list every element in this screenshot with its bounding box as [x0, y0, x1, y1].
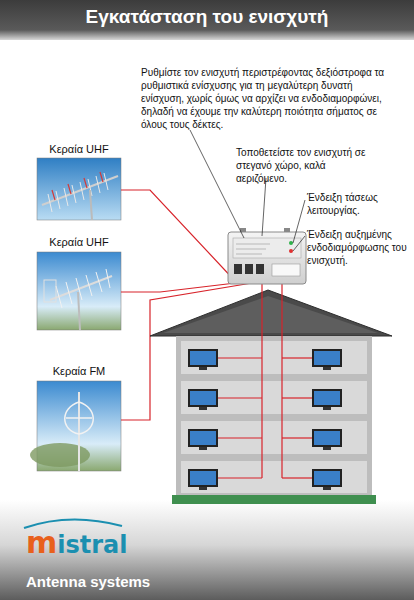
- title-band: [0, 0, 414, 40]
- tv-set: [188, 349, 342, 490]
- indicator-note: Ένδειξη αυξημένης ενδοδιαμόρφωσης του εν…: [307, 228, 407, 267]
- indicator-note: Ένδειξη τάσεως λειτουργίας.: [307, 191, 407, 217]
- uhf-antenna-photo: [37, 158, 121, 220]
- antenna-label: Κεραία UHF: [33, 143, 125, 155]
- antenna-label: Κεραία FM: [33, 365, 125, 377]
- uhf-antenna-photo: [37, 252, 121, 330]
- instruction-note: Ρυθμίστε τον ενισχυτή περιστρέφοντας δεξ…: [141, 66, 393, 131]
- antenna-node: Κεραία UHF: [33, 143, 125, 223]
- antenna-node: Κεραία UHF: [33, 236, 125, 332]
- fm-antenna-photo: [30, 381, 121, 471]
- diagram-title: Εγκατάσταση του ενισχυτή: [0, 6, 414, 28]
- brand-tagline: Antenna systems: [26, 573, 226, 591]
- distribution-cable: [218, 283, 312, 478]
- instruction-note: Τοποθετείστε τον ενισχυτή σε στεγανό χώρ…: [236, 146, 368, 185]
- antenna-node: Κεραία FM: [33, 365, 125, 473]
- amplifier: [228, 228, 306, 284]
- building: [150, 290, 392, 504]
- footer-band: [0, 500, 414, 600]
- antenna-label: Κεραία UHF: [33, 236, 125, 248]
- logo-wordmark: mistral: [26, 528, 176, 560]
